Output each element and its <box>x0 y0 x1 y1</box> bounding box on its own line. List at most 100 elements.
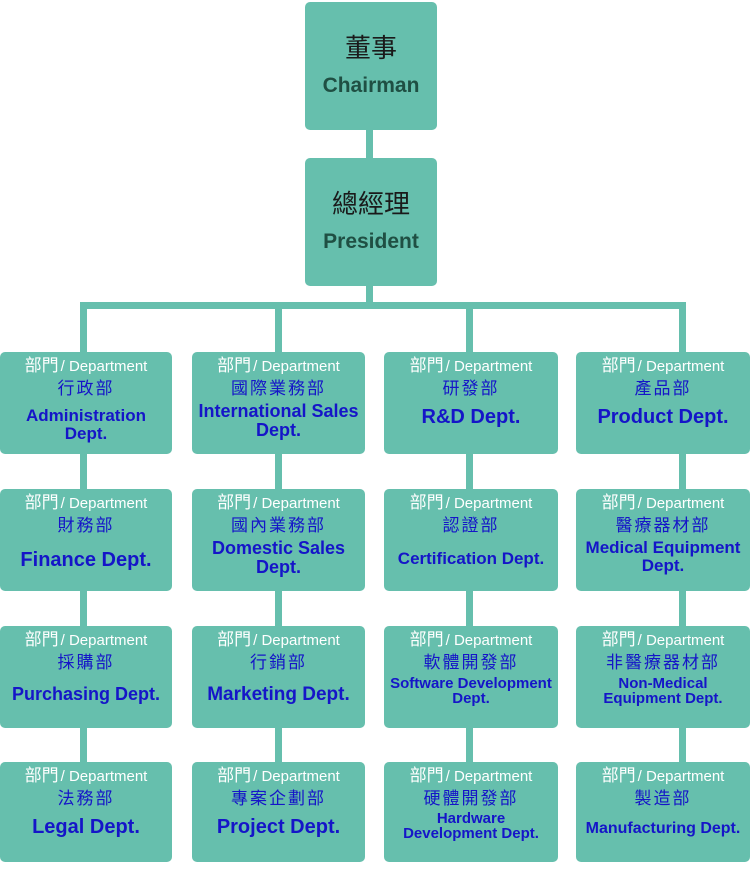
chairman-box: 董事 Chairman <box>305 2 437 130</box>
president-en: President <box>323 229 419 253</box>
dept-name-cn: 國內業務部 <box>231 516 326 536</box>
dept-header: 部門/ Department <box>4 495 168 512</box>
dept-header: 部門/ Department <box>388 358 554 375</box>
dept-header-en: / Department <box>637 495 725 512</box>
dept-name-cn: 軟體開發部 <box>423 653 519 673</box>
dept-header: 部門/ Department <box>580 768 746 785</box>
dept-header: 部門/ Department <box>4 632 168 649</box>
dept-name-cn: 財務部 <box>57 516 115 536</box>
dept-header-en: / Department <box>445 768 533 785</box>
dept-header-en: / Department <box>637 632 725 649</box>
dept-name-en: Medical Equipment Dept. <box>585 537 741 575</box>
dept-name-cn: 醫療器材部 <box>615 516 711 536</box>
dept-name-cn: 採購部 <box>57 653 115 673</box>
dept-box-project: 部門/ Department 專案企劃部 Project Dept. <box>192 762 365 862</box>
dept-header: 部門/ Department <box>196 495 361 512</box>
dept-name-cn: 行銷部 <box>250 653 307 673</box>
dept-name-cn: 硬體開發部 <box>423 789 519 809</box>
dept-name-cn: 產品部 <box>634 379 692 399</box>
dept-header: 部門/ Department <box>196 632 361 649</box>
dept-header-cn: 部門 <box>601 630 636 650</box>
chairman-en: Chairman <box>322 73 420 97</box>
dept-box-manufacturing: 部門/ Department 製造部 Manufacturing Dept. <box>576 762 750 862</box>
dept-box-purchasing: 部門/ Department 採購部 Purchasing Dept. <box>0 626 172 728</box>
dept-header-en: / Department <box>60 632 148 649</box>
dept-header-en: / Department <box>637 768 725 785</box>
dept-header-cn: 部門 <box>409 630 444 650</box>
dept-box-software-development: 部門/ Department 軟體開發部 Software Developmen… <box>384 626 558 728</box>
dept-box-rd: 部門/ Department 研發部 R&D Dept. <box>384 352 558 454</box>
dept-name-en: Certification Dept. <box>397 548 545 568</box>
dept-header-en: / Department <box>637 358 725 375</box>
dept-header: 部門/ Department <box>196 358 361 375</box>
president-box: 總經理 President <box>305 158 437 286</box>
dept-name-cn: 國際業務部 <box>231 379 326 399</box>
dept-header: 部門/ Department <box>4 358 168 375</box>
dept-name-en: Marketing Dept. <box>207 683 350 705</box>
dept-header-cn: 部門 <box>24 630 59 650</box>
dept-box-hardware-development: 部門/ Department 硬體開發部 Hardware Developmen… <box>384 762 558 862</box>
dept-box-certification: 部門/ Department 認證部 Certification Dept. <box>384 489 558 591</box>
chairman-cn: 董事 <box>344 34 397 65</box>
dept-name-cn: 研發部 <box>442 379 500 399</box>
dept-header-cn: 部門 <box>409 493 444 513</box>
dept-header-cn: 部門 <box>24 356 59 376</box>
dept-header-en: / Department <box>445 495 533 512</box>
dept-header: 部門/ Department <box>196 768 361 785</box>
dept-header-en: / Department <box>253 358 340 375</box>
dept-name-en: Project Dept. <box>216 815 341 838</box>
dept-header-cn: 部門 <box>409 356 444 376</box>
dept-header-cn: 部門 <box>601 493 636 513</box>
dept-name-en: Purchasing Dept. <box>11 683 161 704</box>
dept-header: 部門/ Department <box>580 632 746 649</box>
dept-header-cn: 部門 <box>217 630 252 650</box>
dept-name-en: Administration Dept. <box>26 405 146 443</box>
dept-header-cn: 部門 <box>601 766 636 786</box>
dept-name-cn: 行政部 <box>57 379 115 399</box>
dept-header-en: / Department <box>445 632 533 649</box>
dept-name-en: Domestic Sales Dept. <box>211 537 346 577</box>
dept-name-en: Software Development Dept. <box>390 674 552 708</box>
dept-header-en: / Department <box>60 358 148 375</box>
connector-president-bar <box>366 286 373 306</box>
dept-header-en: / Department <box>253 768 340 785</box>
dept-name-en: International Sales Dept. <box>198 400 359 440</box>
dept-box-legal: 部門/ Department 法務部 Legal Dept. <box>0 762 172 862</box>
dept-name-en: Product Dept. <box>597 405 729 428</box>
dept-header-cn: 部門 <box>24 766 59 786</box>
dept-name-en: Non-Medical Equipment Dept. <box>603 674 723 708</box>
dept-header-en: / Department <box>445 358 533 375</box>
dept-header-cn: 部門 <box>217 356 252 376</box>
dept-header: 部門/ Department <box>4 768 168 785</box>
dept-name-en: Finance Dept. <box>20 548 152 571</box>
dept-name-en: Manufacturing Dept. <box>585 819 741 837</box>
dept-header-cn: 部門 <box>217 493 252 513</box>
dept-header-cn: 部門 <box>24 493 59 513</box>
dept-name-cn: 法務部 <box>57 789 115 809</box>
president-cn: 總經理 <box>331 190 410 221</box>
dept-header-en: / Department <box>60 495 148 512</box>
dept-header-en: / Department <box>60 768 148 785</box>
dept-header-cn: 部門 <box>601 356 636 376</box>
dept-header: 部門/ Department <box>388 632 554 649</box>
dept-name-en: Hardware Development Dept. <box>403 809 539 843</box>
dept-header-cn: 部門 <box>409 766 444 786</box>
dept-box-product: 部門/ Department 產品部 Product Dept. <box>576 352 750 454</box>
dept-header-cn: 部門 <box>217 766 252 786</box>
dept-name-cn: 製造部 <box>634 789 692 809</box>
dept-box-non-medical-equipment: 部門/ Department 非醫療器材部 Non-Medical Equipm… <box>576 626 750 728</box>
dept-box-finance: 部門/ Department 財務部 Finance Dept. <box>0 489 172 591</box>
dept-header: 部門/ Department <box>580 495 746 512</box>
dept-box-marketing: 部門/ Department 行銷部 Marketing Dept. <box>192 626 365 728</box>
dept-header: 部門/ Department <box>388 495 554 512</box>
dept-box-domestic-sales: 部門/ Department 國內業務部 Domestic Sales Dept… <box>192 489 365 591</box>
dept-box-medical-equipment: 部門/ Department 醫療器材部 Medical Equipment D… <box>576 489 750 591</box>
dept-name-en: Legal Dept. <box>32 815 140 838</box>
dept-box-international-sales: 部門/ Department 國際業務部 International Sales… <box>192 352 365 454</box>
dept-name-cn: 非醫療器材部 <box>606 653 720 673</box>
dept-header-en: / Department <box>253 495 340 512</box>
dept-name-en: R&D Dept. <box>421 405 521 428</box>
dept-box-administration: 部門/ Department 行政部 Administration Dept. <box>0 352 172 454</box>
dept-header-en: / Department <box>253 632 340 649</box>
